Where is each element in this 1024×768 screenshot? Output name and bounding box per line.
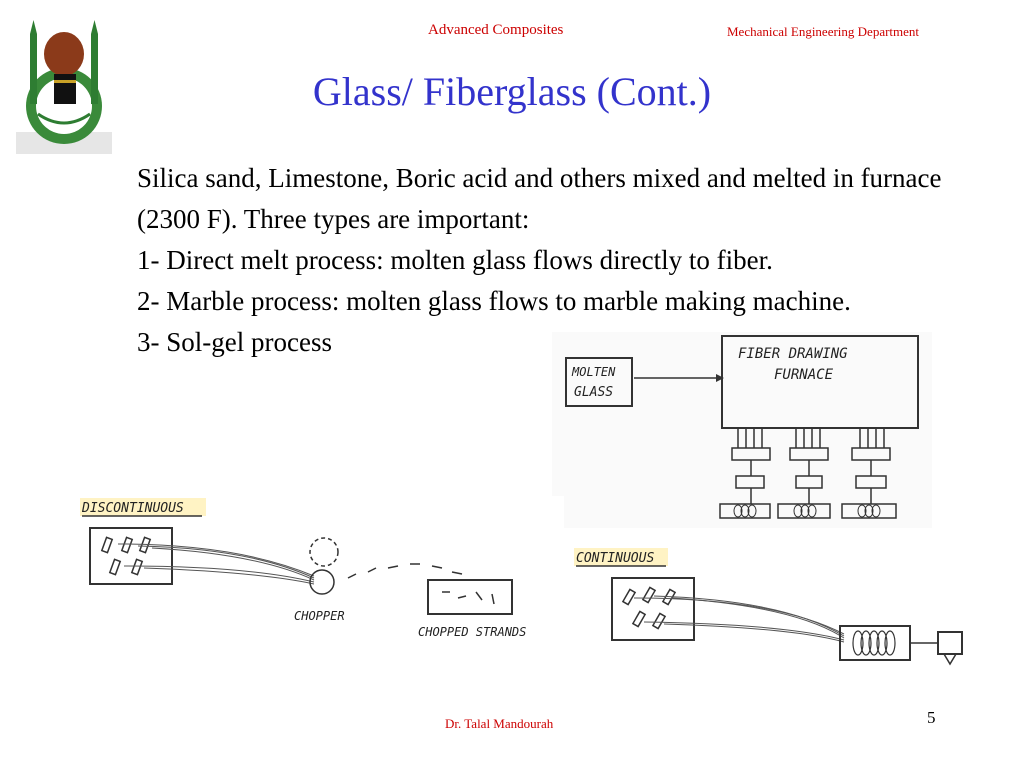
body-line-direct-melt: 1- Direct melt process: molten glass flo…	[137, 245, 773, 275]
molten-glass-label-1: MOLTEN	[571, 365, 616, 379]
continuous-bushing-box	[611, 577, 695, 641]
molten-glass-label-2: GLASS	[574, 385, 613, 400]
slide-title: Glass/ Fiberglass (Cont.)	[312, 69, 712, 114]
molten-glass-box	[565, 357, 633, 407]
chopper-wheel	[309, 569, 335, 595]
page-number: 5	[927, 708, 936, 727]
discontinuous-label: DISCONTINUOUS	[81, 501, 184, 516]
slide-body: Silica sand, Limestone, Boric acid and o…	[137, 158, 967, 363]
body-line-sol-gel: 3- Sol-gel process	[137, 327, 332, 357]
furnace-label-2: FURNACE	[774, 367, 834, 383]
bushing-box	[89, 527, 173, 585]
furnace-label-1: FIBER DRAWING	[738, 346, 848, 362]
body-line-marble: 2- Marble process: molten glass flows to…	[137, 286, 851, 316]
header-course-title: Advanced Composites	[428, 22, 564, 38]
university-logo	[16, 20, 112, 154]
body-line-intro: Silica sand, Limestone, Boric acid and o…	[137, 163, 942, 234]
strand-bin	[427, 579, 513, 615]
chopped-strands-label: CHOPPED STRANDS	[418, 625, 526, 639]
furnace-sketch: MOLTEN GLASS FIBER DRAWING FURNACE	[552, 332, 932, 528]
continuous-sketch: CONTINUOUS	[574, 546, 980, 668]
continuous-label: CONTINUOUS	[576, 551, 654, 566]
chopper-label: CHOPPER	[294, 609, 345, 623]
footer-author: Dr. Talal Mandourah	[445, 716, 554, 731]
discontinuous-sketch: DISCONTINUOUS CHOPPER CHOPPED STRANDS	[78, 496, 564, 646]
chopper-wheel-top	[309, 537, 339, 567]
header-department: Mechanical Engineering Department	[727, 24, 920, 39]
